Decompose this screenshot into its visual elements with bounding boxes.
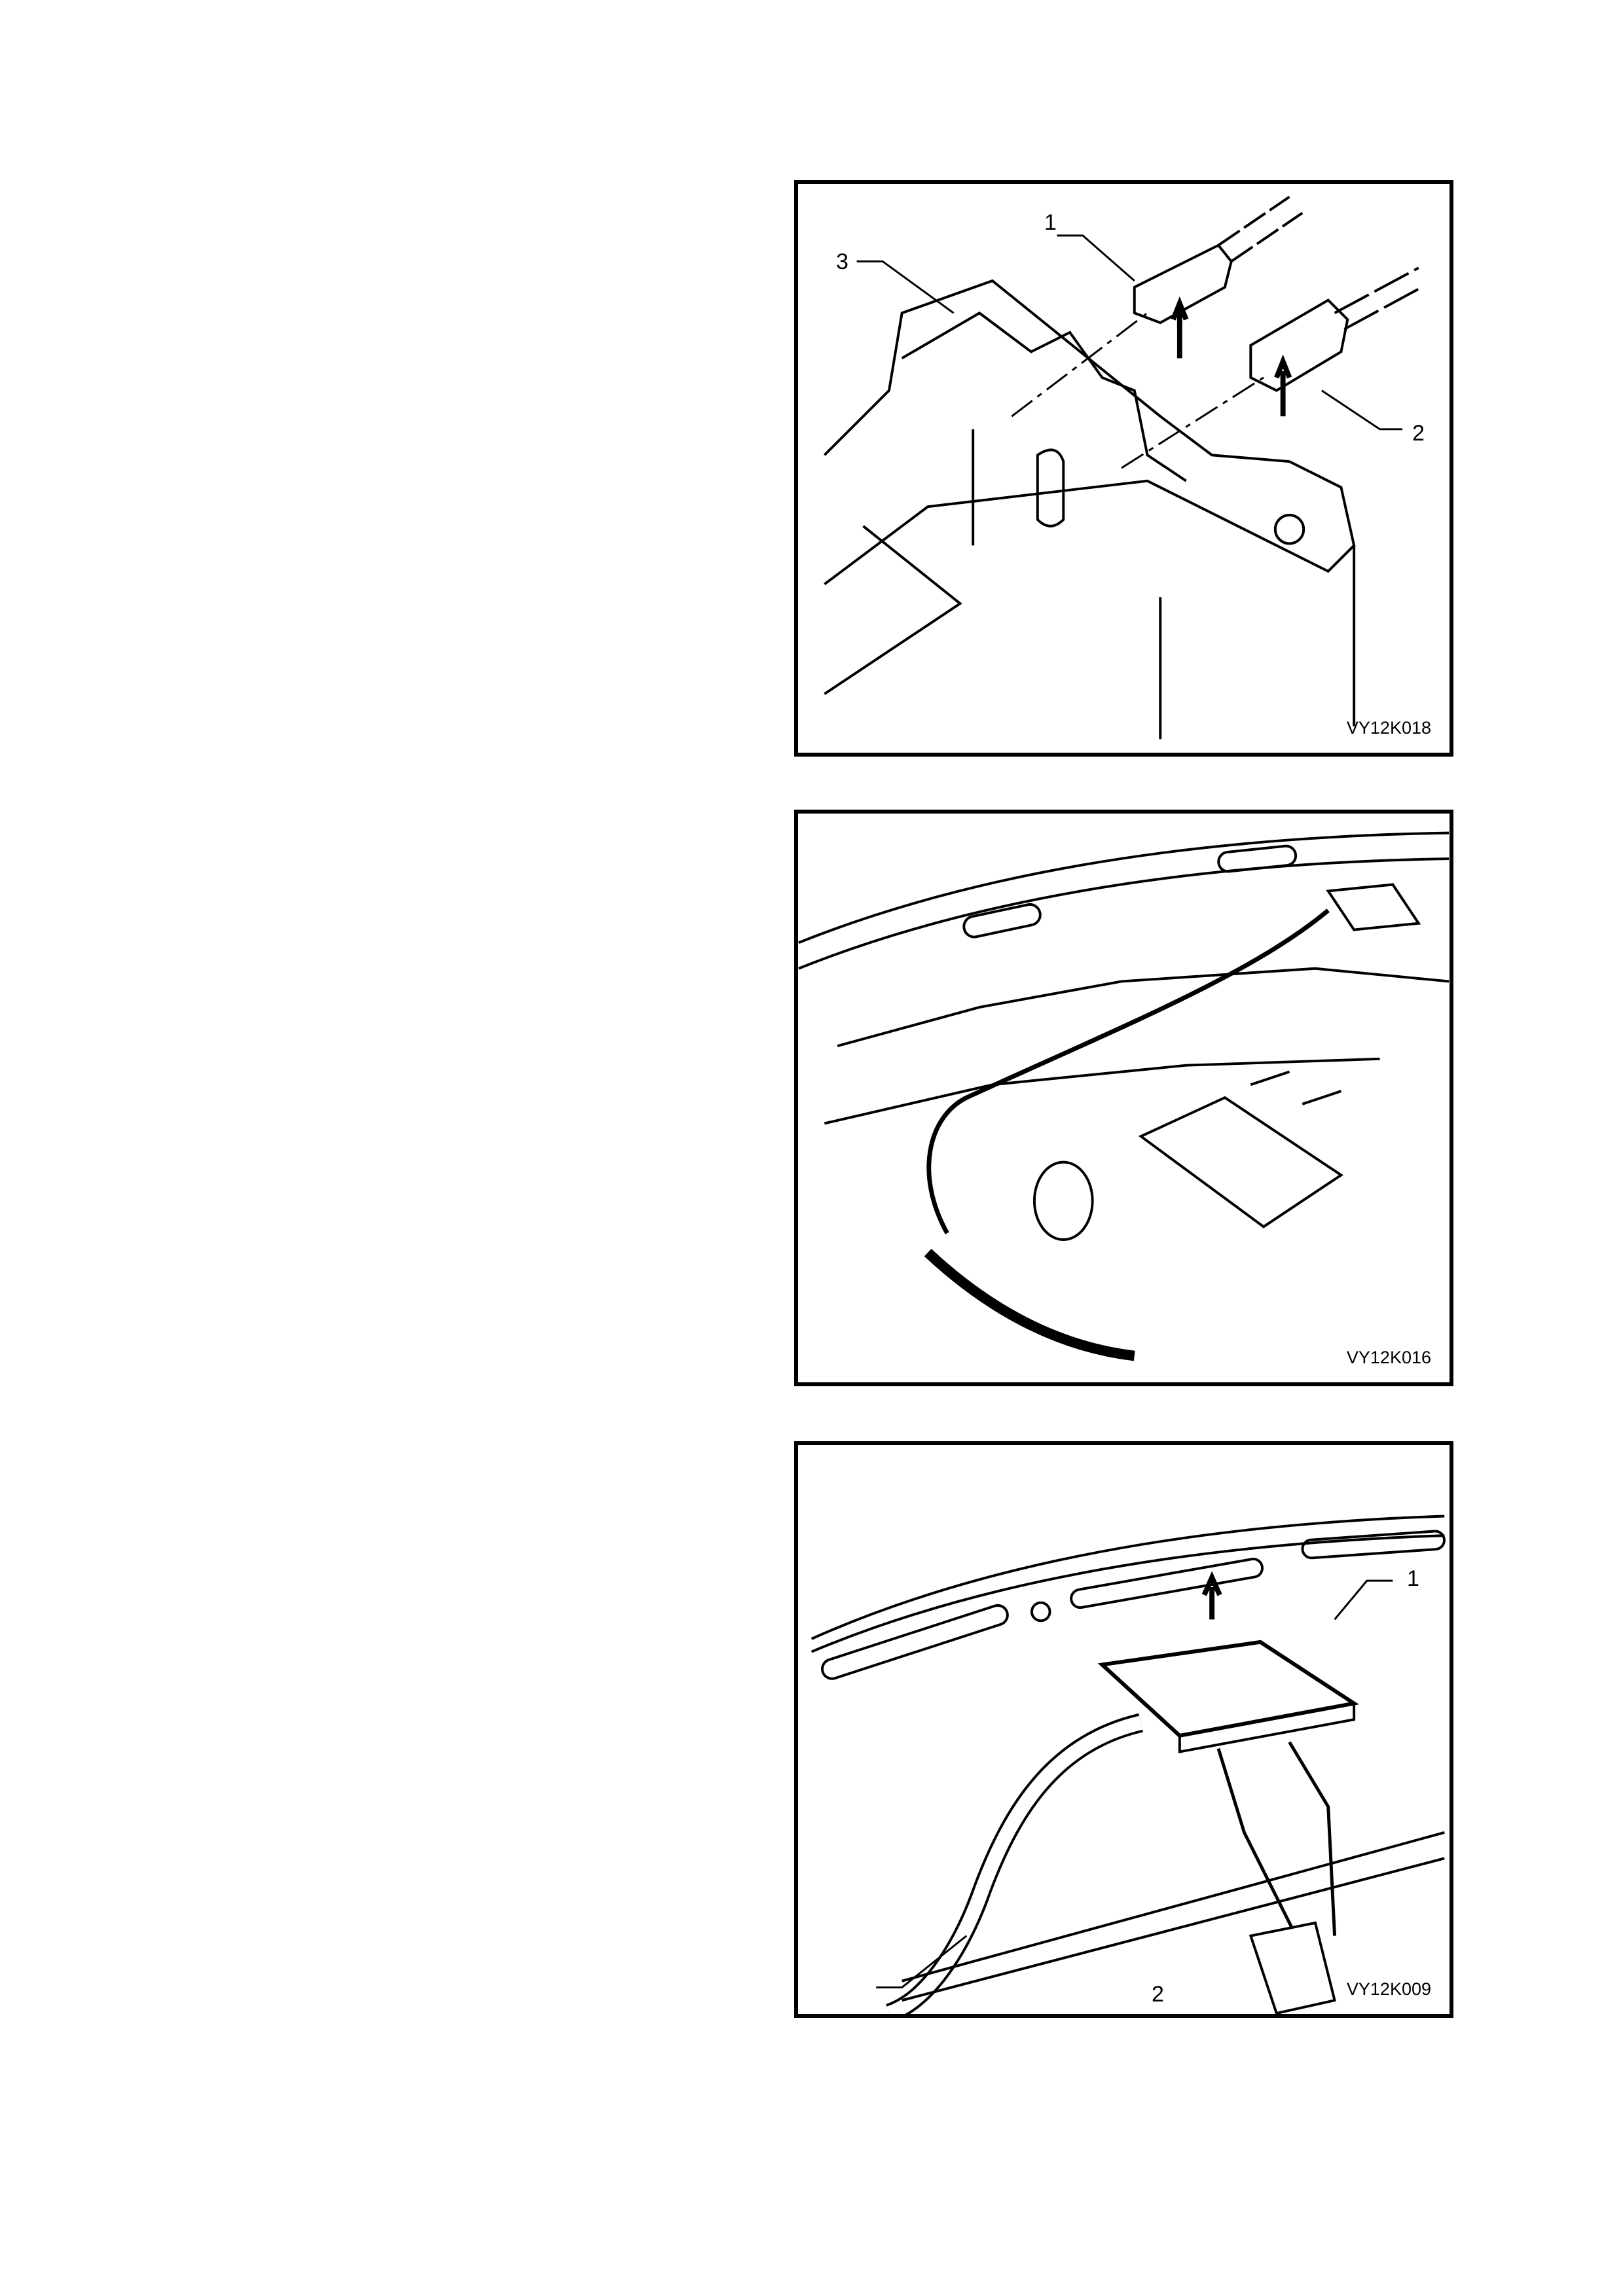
sensor-removal-illustration [811,1515,1446,2014]
callout-1: 1 [1407,1566,1419,1591]
figure-connector-disconnect: 1 2 3 VY12K018 [794,180,1453,757]
callout-1: 1 [1044,210,1057,235]
callout-2: 2 [1412,421,1425,446]
figure-dash-harness-overview: VY12K016 [794,810,1453,1386]
module-connectors-illustration [823,196,1423,740]
figure-code: VY12K018 [1346,718,1431,738]
callout-3: 3 [836,249,848,274]
figure-code: VY12K009 [1346,1979,1431,1999]
figure-code: VY12K016 [1346,1348,1431,1367]
dash-harness-illustration [798,831,1450,1361]
callout-2: 2 [1152,1982,1164,2007]
figure-sensor-removal: 1 2 VY12K009 [794,1441,1453,2018]
